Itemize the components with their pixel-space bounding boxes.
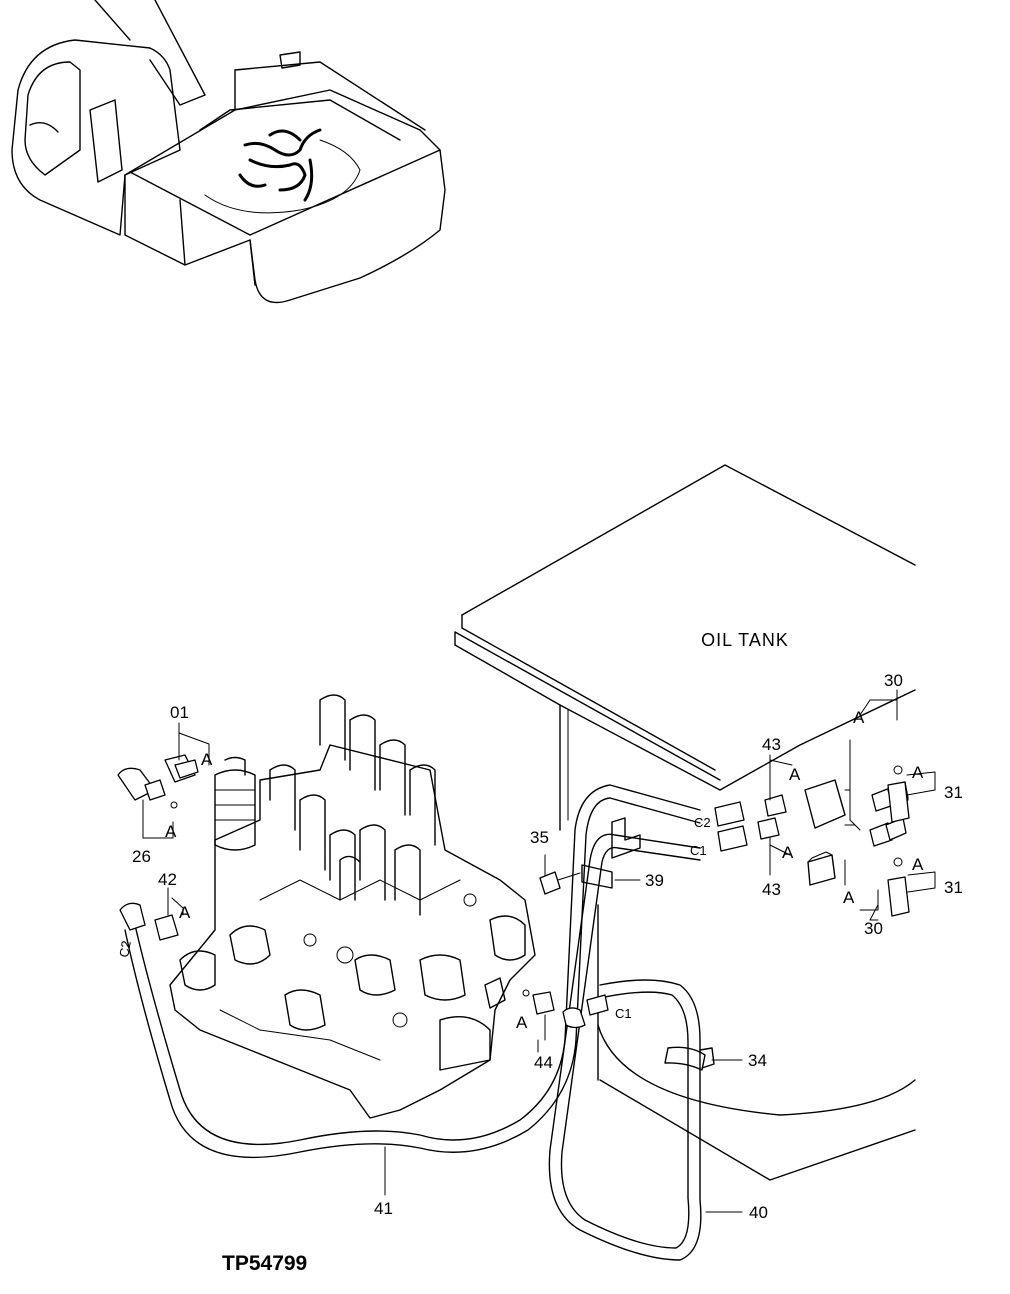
port-c1-tank: C1 bbox=[690, 843, 707, 858]
callout-26: 26 bbox=[132, 847, 151, 866]
detail-mark-a: A bbox=[165, 822, 177, 841]
callout-42: 42 bbox=[158, 870, 177, 889]
oil-tank bbox=[454, 464, 916, 1181]
callout-30-bottom: 30 bbox=[864, 919, 883, 938]
detail-mark-a: A bbox=[782, 843, 794, 862]
callout-31-bottom: 31 bbox=[944, 878, 963, 897]
callout-40: 40 bbox=[749, 1203, 768, 1222]
port-c2-tank: C2 bbox=[694, 815, 711, 830]
detail-mark-a: A bbox=[179, 903, 191, 922]
callout-43-bottom: 43 bbox=[762, 880, 781, 899]
port-marks: C2 C1 C1 C2 bbox=[116, 815, 710, 1021]
callout-34: 34 bbox=[748, 1051, 767, 1070]
excavator-overview bbox=[11, 0, 446, 304]
callout-30-top: 30 bbox=[884, 671, 903, 690]
callout-41: 41 bbox=[374, 1199, 393, 1218]
callout-labels: 01 26 30 30 31 31 34 35 39 40 41 42 43 4… bbox=[132, 671, 963, 1222]
fittings bbox=[117, 754, 910, 1029]
callout-35: 35 bbox=[530, 828, 549, 847]
leader-lines bbox=[142, 689, 936, 1213]
control-valve bbox=[169, 694, 536, 1119]
port-c1-valve: C1 bbox=[615, 1006, 632, 1021]
detail-mark-a: A bbox=[843, 888, 855, 907]
hoses bbox=[124, 784, 715, 1261]
port-c2-valve: C2 bbox=[116, 940, 134, 959]
callout-01: 01 bbox=[170, 703, 189, 722]
oil-tank-label: OIL TANK bbox=[701, 630, 789, 650]
detail-mark-a: A bbox=[789, 765, 801, 784]
detail-marks: A A A A A A A A A A A bbox=[165, 708, 924, 1032]
detail-mark-a: A bbox=[516, 1013, 528, 1032]
callout-44: 44 bbox=[534, 1053, 553, 1072]
detail-mark-a: A bbox=[912, 763, 924, 782]
callout-39: 39 bbox=[645, 871, 664, 890]
callout-43-top: 43 bbox=[762, 735, 781, 754]
detail-mark-a: A bbox=[853, 708, 865, 727]
callout-31-top: 31 bbox=[944, 783, 963, 802]
detail-mark-a: A bbox=[912, 855, 924, 874]
detail-mark-a: A bbox=[201, 750, 213, 769]
drawing-reference-id: TP54799 bbox=[222, 1252, 307, 1275]
